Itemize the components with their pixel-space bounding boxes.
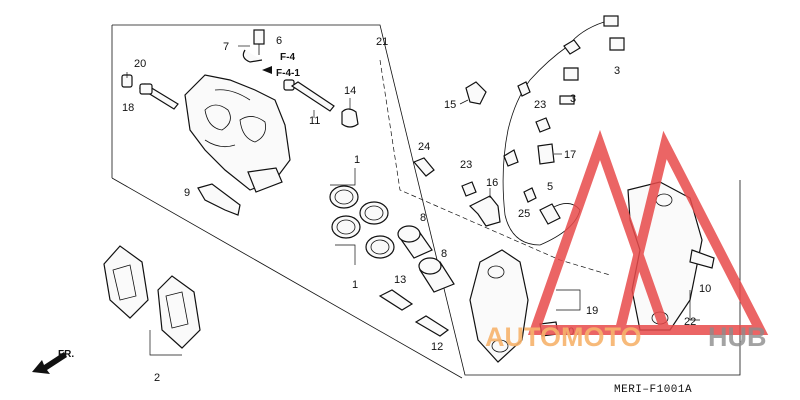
brake-pads <box>103 245 201 356</box>
callout-8-lower: 8 <box>441 248 447 260</box>
piston-seals <box>329 185 395 259</box>
bolts <box>378 289 450 337</box>
callout-7: 7 <box>223 41 229 53</box>
leader-lines <box>126 45 700 321</box>
pad-spring-9 <box>197 183 241 216</box>
callout-23-upper: 23 <box>534 99 546 111</box>
callout-15: 15 <box>444 99 456 111</box>
callout-16: 16 <box>486 177 498 189</box>
direction-label: FR. <box>58 349 74 360</box>
section-ref-f4: F-4 <box>280 52 295 63</box>
sensor-5 <box>539 203 561 225</box>
warning-triangle-logo-icon <box>527 129 769 335</box>
callout-14: 14 <box>344 85 356 97</box>
arrow-down-left-icon <box>32 352 67 374</box>
clamp-15 <box>465 81 487 105</box>
pistons <box>397 225 455 293</box>
callout-9: 9 <box>184 187 190 199</box>
callout-17: 17 <box>564 149 576 161</box>
assembly-outline <box>111 24 741 379</box>
caliper-body <box>184 74 291 193</box>
bleed-valve <box>242 29 265 63</box>
watermark-brand-part1: AUTOMOTO <box>485 322 642 352</box>
small-bolts <box>412 117 551 203</box>
callout-1-lower: 1 <box>352 279 358 291</box>
callout-25: 25 <box>518 208 530 220</box>
callout-10-right: 10 <box>699 283 711 295</box>
callout-13: 13 <box>394 274 406 286</box>
callout-18: 18 <box>122 102 134 114</box>
bracket-17 <box>537 143 555 165</box>
slide-pin-11 <box>283 79 335 112</box>
callout-2: 2 <box>154 372 160 384</box>
caliper-bracket <box>469 249 529 363</box>
callout-11: 11 <box>309 115 320 127</box>
boot-14 <box>341 108 359 128</box>
callout-labels: 1 1 2 3 3 5 6 7 8 8 9 10 10 11 12 13 14 … <box>122 35 711 384</box>
callout-6: 6 <box>276 35 282 47</box>
callout-1-upper: 1 <box>354 154 360 166</box>
watermark-brand-part2: HUB <box>708 322 767 352</box>
callout-3-top: 3 <box>614 65 620 77</box>
callout-23-lower: 23 <box>460 159 472 171</box>
callout-5: 5 <box>547 181 553 193</box>
callout-20: 20 <box>134 58 146 70</box>
bracket-16 <box>468 195 501 227</box>
callout-19: 19 <box>586 305 598 317</box>
pointer-arrow-icon <box>262 66 272 74</box>
callout-21: 21 <box>376 36 388 48</box>
section-ref-f4-1: F-4-1 <box>276 68 300 79</box>
callout-24: 24 <box>418 141 430 153</box>
slide-pin-20 <box>121 74 179 110</box>
catalog-code: MERI–F1001A <box>614 384 692 396</box>
callout-12: 12 <box>431 341 443 353</box>
callout-8-upper: 8 <box>420 212 426 224</box>
callout-3-middle: 3 <box>570 93 576 105</box>
